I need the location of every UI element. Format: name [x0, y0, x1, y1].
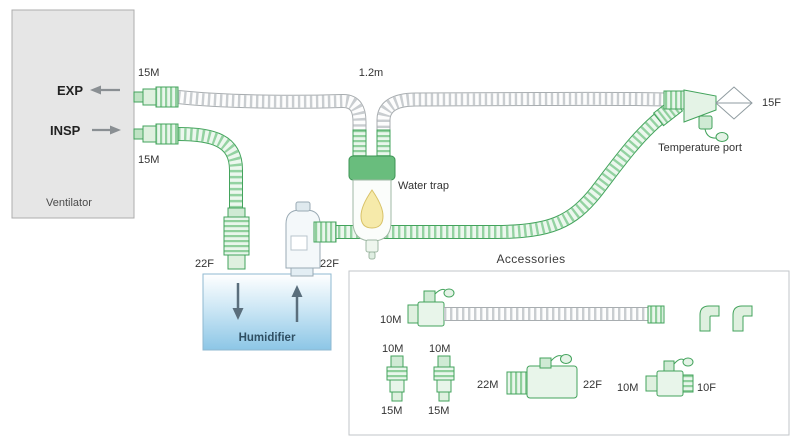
patient-port-size-label: 15F	[762, 97, 781, 109]
exp-port-connector	[133, 86, 179, 108]
humidifier-outlet-elbow	[285, 201, 337, 277]
ventilator-box	[11, 9, 135, 219]
tube-length-label: 1.2m	[359, 67, 383, 79]
accessory-flex-tube: 10M	[380, 288, 665, 327]
accessory-adapter-1: 10M 15M	[381, 343, 408, 417]
exp-port-size-label: 15M	[138, 67, 159, 79]
humidifier-inlet-arrow-icon	[232, 283, 244, 320]
humidifier-outlet-size-label: 22F	[320, 258, 339, 270]
straight-connector-left-label: 22M	[477, 379, 498, 391]
accessory-adapter-2: 10M 15M	[428, 343, 455, 417]
humidifier-outlet-arrow-icon	[291, 285, 303, 322]
adapter1-top-label: 10M	[382, 343, 403, 355]
temperature-port	[698, 115, 729, 142]
humidifier-inlet-connector	[223, 207, 250, 270]
patient-wye-connector	[652, 86, 753, 142]
exp-label: EXP	[57, 83, 83, 98]
water-trap	[348, 129, 396, 260]
ventilator-label: Ventilator	[46, 197, 92, 209]
accessories-title: Accessories	[496, 252, 565, 266]
water-trap-label: Water trap	[398, 180, 449, 192]
adapter2-bottom-label: 15M	[428, 405, 449, 417]
adapter1-bottom-label: 15M	[381, 405, 402, 417]
water-trap-float	[360, 189, 384, 229]
humidifier-label: Humidifier	[239, 332, 296, 344]
humidifier-unit: Humidifier	[202, 273, 332, 351]
temperature-port-label: Temperature port	[658, 142, 742, 154]
inspiratory-tube-to-humidifier	[178, 134, 236, 216]
adapter2-top-label: 10M	[429, 343, 450, 355]
flex-tube-port-label: 10M	[380, 314, 401, 326]
humidifier-box	[202, 273, 332, 351]
accessories-box	[348, 270, 790, 436]
ventilator-unit: EXP INSP Ventilator	[11, 9, 135, 219]
humidifier-inlet-size-label: 22F	[195, 258, 214, 270]
insp-flow-arrow-icon	[92, 125, 121, 135]
insp-port-connector	[133, 123, 179, 145]
accessory-straight-connector: 22M 22F	[477, 354, 602, 399]
exp-flow-arrow-icon	[90, 85, 120, 95]
insp-label: INSP	[50, 123, 81, 138]
small-connector-right-label: 10F	[697, 382, 716, 394]
straight-connector-right-label: 22F	[583, 379, 602, 391]
expiratory-tube-right	[384, 99, 667, 134]
insp-port-size-label: 15M	[138, 154, 159, 166]
small-connector-left-label: 10M	[617, 382, 638, 394]
accessory-small-connector: 10M 10F	[617, 357, 716, 397]
expiratory-tube-left	[178, 97, 360, 134]
